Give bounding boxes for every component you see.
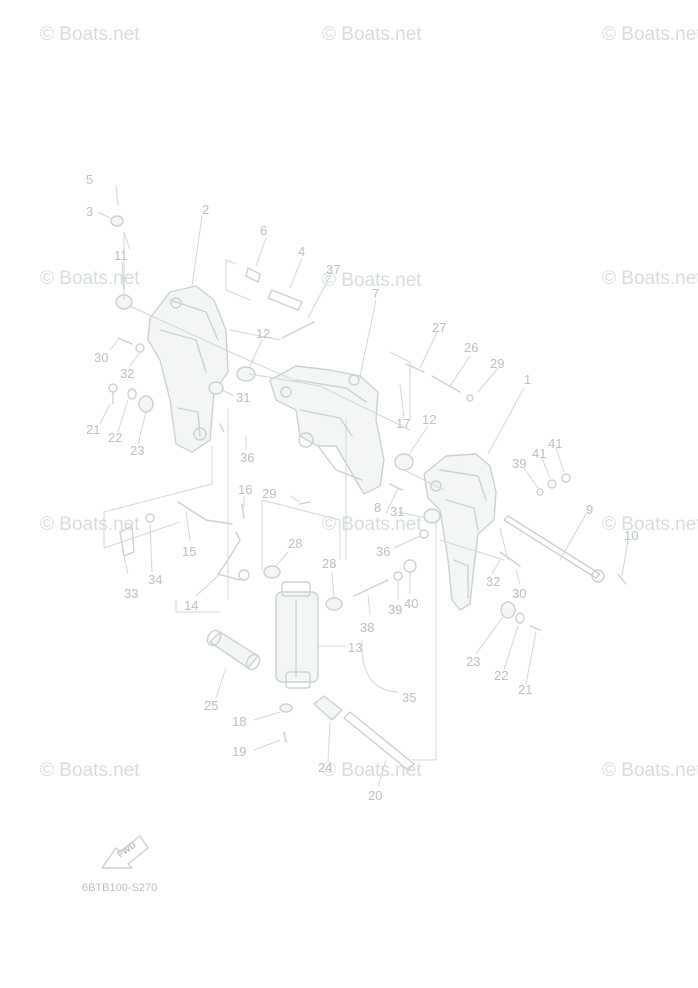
watermark: © Boats.net [40, 760, 140, 781]
callout-numbers: 5 3 2 11 6 4 37 7 30 32 12 31 21 22 23 3… [86, 172, 638, 803]
callout: 41 [548, 436, 562, 451]
callout: 2 [202, 202, 209, 217]
callout: 8 [374, 500, 381, 515]
callout: 7 [372, 286, 379, 301]
swivel-bracket [269, 365, 385, 495]
callout: 3 [86, 204, 93, 219]
callout: 31 [236, 390, 250, 405]
callout: 38 [360, 620, 374, 635]
watermark: © Boats.net [322, 760, 422, 781]
callout: 5 [86, 172, 93, 187]
callout: 29 [490, 356, 504, 371]
forward-arrow-icon: FWD [101, 835, 149, 869]
callout: 21 [86, 422, 100, 437]
lock-rod [177, 501, 233, 525]
callout: 10 [624, 528, 638, 543]
callout: 15 [182, 544, 196, 559]
watermark: © Boats.net [602, 24, 698, 45]
callout: 35 [402, 690, 416, 705]
callout: 4 [298, 244, 305, 259]
right-clamp-bracket [423, 453, 497, 611]
callout: 23 [130, 443, 144, 458]
leader-lines [97, 184, 629, 787]
callout: 22 [494, 668, 508, 683]
through-shaft [503, 515, 605, 583]
callout: 32 [486, 574, 500, 589]
callout: 39 [512, 456, 526, 471]
watermark: © Boats.net [602, 268, 698, 289]
watermark: © Boats.net [40, 514, 140, 535]
callout: 21 [518, 682, 532, 697]
watermark: © Boats.net [322, 514, 422, 535]
fwd-label: FWD [115, 839, 138, 859]
callout: 13 [348, 640, 362, 655]
callout: 36 [240, 450, 254, 465]
callout: 34 [148, 572, 162, 587]
callout: 30 [94, 350, 108, 365]
left-clamp-bracket [147, 285, 229, 453]
callout: 24 [318, 760, 332, 775]
callout: 39 [388, 602, 402, 617]
watermark: © Boats.net [602, 760, 698, 781]
callout: 25 [204, 698, 218, 713]
callout: 20 [368, 788, 382, 803]
callout: 6 [260, 223, 267, 238]
callout: 17 [396, 416, 410, 431]
callout: 16 [238, 482, 252, 497]
callout: 27 [432, 320, 446, 335]
callout: 23 [466, 654, 480, 669]
watermark: © Boats.net [322, 24, 422, 45]
callout: 37 [326, 262, 340, 277]
callout: 36 [376, 544, 390, 559]
tilt-lock-lever [217, 531, 250, 581]
callout: 11 [114, 248, 128, 263]
collar-24 [313, 695, 343, 721]
cylindrical-collar [206, 629, 261, 671]
callout: 33 [124, 586, 138, 601]
callout: 28 [322, 556, 336, 571]
watermark: © Boats.net [602, 514, 698, 535]
callout: 18 [232, 714, 246, 729]
assembly-lines [103, 231, 509, 761]
watermark: © Boats.net [322, 270, 422, 291]
callout: 29 [262, 486, 276, 501]
tilt-cylinder [275, 581, 319, 689]
callout: 30 [512, 586, 526, 601]
callout: 32 [120, 366, 134, 381]
callout: 12 [422, 412, 436, 427]
watermark: © Boats.net [40, 268, 140, 289]
callout: 28 [288, 536, 302, 551]
callout: 1 [524, 372, 531, 387]
callout: 41 [532, 446, 546, 461]
small-parts [108, 215, 627, 743]
callout: 31 [390, 504, 404, 519]
callout: 14 [184, 598, 198, 613]
callout: 40 [404, 596, 418, 611]
callout: 9 [586, 502, 593, 517]
tilt-shaft [343, 711, 415, 771]
callout: 19 [232, 744, 246, 759]
callout: 26 [464, 340, 478, 355]
diagram-code: 6BTB100-S270 [82, 882, 158, 894]
callout: 12 [256, 326, 270, 341]
callout: 22 [108, 430, 122, 445]
watermark: © Boats.net [40, 24, 140, 45]
